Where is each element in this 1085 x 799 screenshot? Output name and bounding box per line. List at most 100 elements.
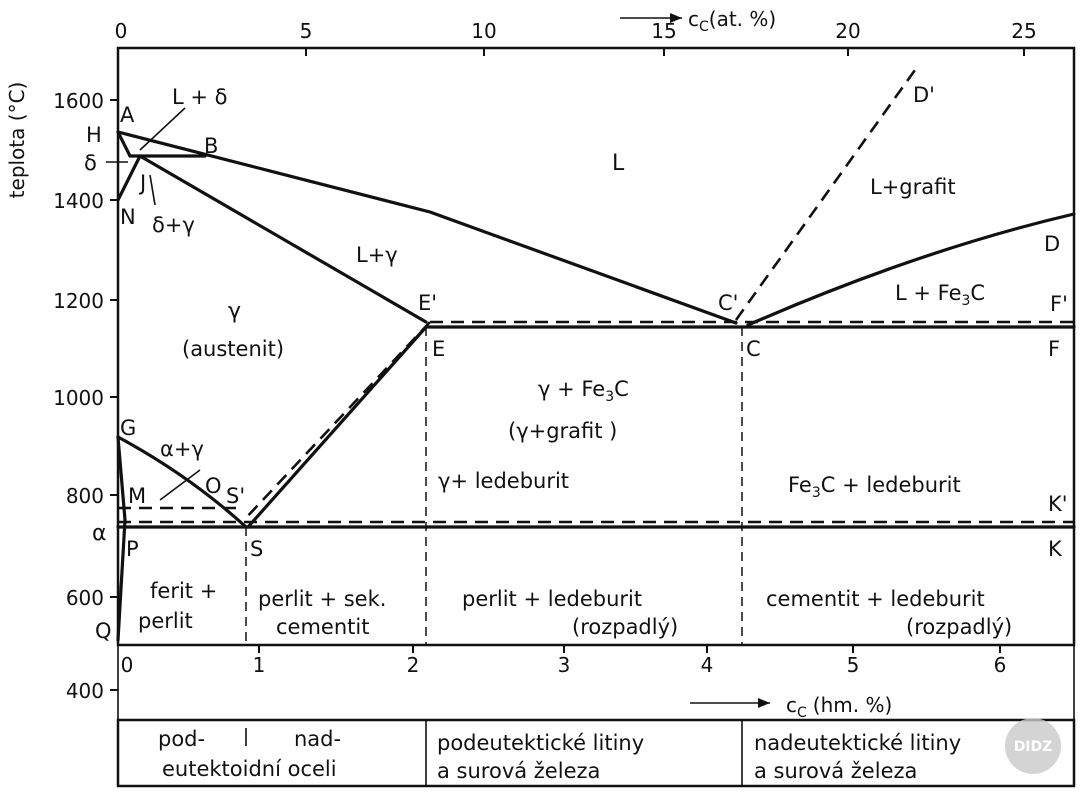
top-axis-label: cC(at. %) (688, 7, 776, 35)
point-b: B (204, 134, 218, 158)
bottom-axis-arrowhead (758, 698, 770, 708)
region-delta: δ (84, 151, 97, 175)
region-alpha-gamma: α+γ (160, 437, 204, 461)
point-d: D (1044, 232, 1060, 256)
bottom-tick-1: 1 (253, 653, 266, 677)
point-e-prime: E' (418, 291, 437, 315)
point-a: A (120, 103, 135, 127)
region-l: L (612, 151, 625, 176)
top-tick-0: 0 (115, 19, 128, 43)
diagram-frame (116, 46, 1076, 647)
point-s-prime: S' (226, 484, 245, 508)
y-tick-600: 600 (66, 586, 104, 610)
region-ferit-1: ferit + (150, 579, 217, 603)
y-tick-1600: 1600 (53, 89, 104, 113)
top-tick-5: 5 (300, 19, 313, 43)
point-f: F (1048, 337, 1060, 361)
graphite-liquidus-c-d-prime (734, 69, 917, 321)
region-delta-gamma: δ+γ (152, 213, 195, 237)
point-f-prime: F' (1050, 292, 1068, 316)
acm-e-prime-s-prime (243, 321, 431, 521)
point-labels: A H B J N E' E C' C D' D F' F G M O S' S… (86, 83, 1068, 643)
bottom-axis-label: cC(hm. %) (786, 693, 892, 721)
point-n: N (120, 205, 136, 229)
region-perlit-led-2: (rozpadlý) (572, 615, 678, 639)
point-k: K (1048, 537, 1063, 561)
bottom-tick-2: 2 (407, 653, 420, 677)
bottom-tick-3: 3 (558, 653, 571, 677)
point-h: H (86, 123, 102, 147)
point-k-prime: K' (1048, 492, 1068, 516)
label-nadeut-1: nadeutektické litiny (754, 731, 961, 755)
region-perlit-sek-1: perlit + sek. (258, 587, 386, 611)
region-austenit: (austenit) (182, 337, 284, 361)
top-tick-15: 15 (651, 19, 676, 43)
region-l-grafit: L+grafit (870, 175, 956, 199)
point-d-prime: D' (913, 83, 935, 107)
bottom-tick-4: 4 (701, 653, 714, 677)
top-tick-25: 25 (1011, 19, 1036, 43)
liquidus-a-b-c (116, 130, 738, 325)
solid-boundaries (116, 130, 1076, 642)
region-l-fe3c: L + Fe3C (895, 281, 985, 309)
bottom-tick-6: 6 (994, 653, 1007, 677)
region-cementit-led-2: (rozpadlý) (906, 615, 1012, 639)
bottom-tick-0: 0 (121, 653, 134, 677)
y-tick-1000: 1000 (53, 386, 104, 410)
label-podeut-2: a surová železa (437, 759, 600, 783)
classification-band: pod- nad- eutektoidní oceli podeutektick… (158, 720, 961, 786)
point-q: Q (95, 619, 112, 643)
point-c: C (746, 337, 761, 361)
solidus-j-e (138, 154, 428, 324)
region-fe3c-ledeburit: Fe3C + ledeburit (788, 473, 961, 501)
point-o: O (205, 474, 222, 498)
y-tick-1400: 1400 (53, 189, 104, 213)
watermark-badge-icon (1005, 718, 1061, 774)
top-axis-arrowhead (670, 13, 682, 23)
top-tick-20: 20 (835, 19, 860, 43)
watermark: DIDZ (1005, 718, 1061, 774)
liquidus-c-d (746, 212, 1076, 327)
region-alpha: α (92, 521, 107, 546)
label-podeut-1: podeutektické litiny (437, 731, 644, 755)
pointer-lines (106, 107, 201, 501)
y-tick-800: 800 (66, 484, 104, 508)
dashed-boundaries (118, 69, 1074, 645)
watermark-text: DIDZ (1014, 739, 1053, 755)
acm-e-s (246, 325, 428, 529)
region-gamma-ledeburit: γ+ ledeburit (438, 469, 569, 493)
point-m: M (128, 484, 146, 508)
region-labels: L L + δ δ δ+γ L+γ γ (austenit) L+grafit … (84, 85, 1012, 639)
line-n-j (116, 154, 142, 202)
region-cementit-led-1: cementit + ledeburit (766, 587, 985, 611)
region-ferit-2: perlit (138, 609, 193, 633)
y-axis: 1600 1400 1200 1000 800 600 400 teplota … (5, 82, 118, 703)
label-oceli: eutektoidní oceli (162, 757, 337, 781)
point-s: S (250, 537, 263, 561)
label-pod: pod- (158, 727, 205, 751)
label-nad: nad- (294, 727, 341, 751)
bottom-tick-5: 5 (847, 653, 860, 677)
line-a-h (116, 130, 132, 158)
region-l-gamma: L+γ (356, 243, 398, 267)
region-gamma-grafit: (γ+grafit ) (508, 419, 617, 443)
point-c-prime: C' (718, 291, 738, 315)
top-tick-10: 10 (471, 19, 496, 43)
top-axis: 0 5 10 15 20 25 cC(at. %) (115, 7, 1037, 56)
y-tick-400: 400 (66, 679, 104, 703)
point-j: J (138, 171, 146, 195)
a3-g-s (116, 435, 248, 529)
point-g: G (120, 416, 136, 440)
y-tick-1200: 1200 (53, 289, 104, 313)
point-e: E (432, 337, 445, 361)
region-perlit-led-1: perlit + ledeburit (462, 587, 642, 611)
point-p: P (126, 537, 139, 561)
g-p-q (116, 435, 127, 642)
classification-frame (116, 718, 1076, 788)
bottom-axis: 0 1 2 3 4 5 6 cC(hm. %) (121, 645, 1007, 721)
region-perlit-sek-2: cementit (276, 615, 369, 639)
region-gamma-fe3c: γ + Fe3C (538, 377, 629, 405)
y-axis-label: teplota (°C) (5, 82, 29, 199)
label-nadeut-2: a surová železa (754, 759, 917, 783)
